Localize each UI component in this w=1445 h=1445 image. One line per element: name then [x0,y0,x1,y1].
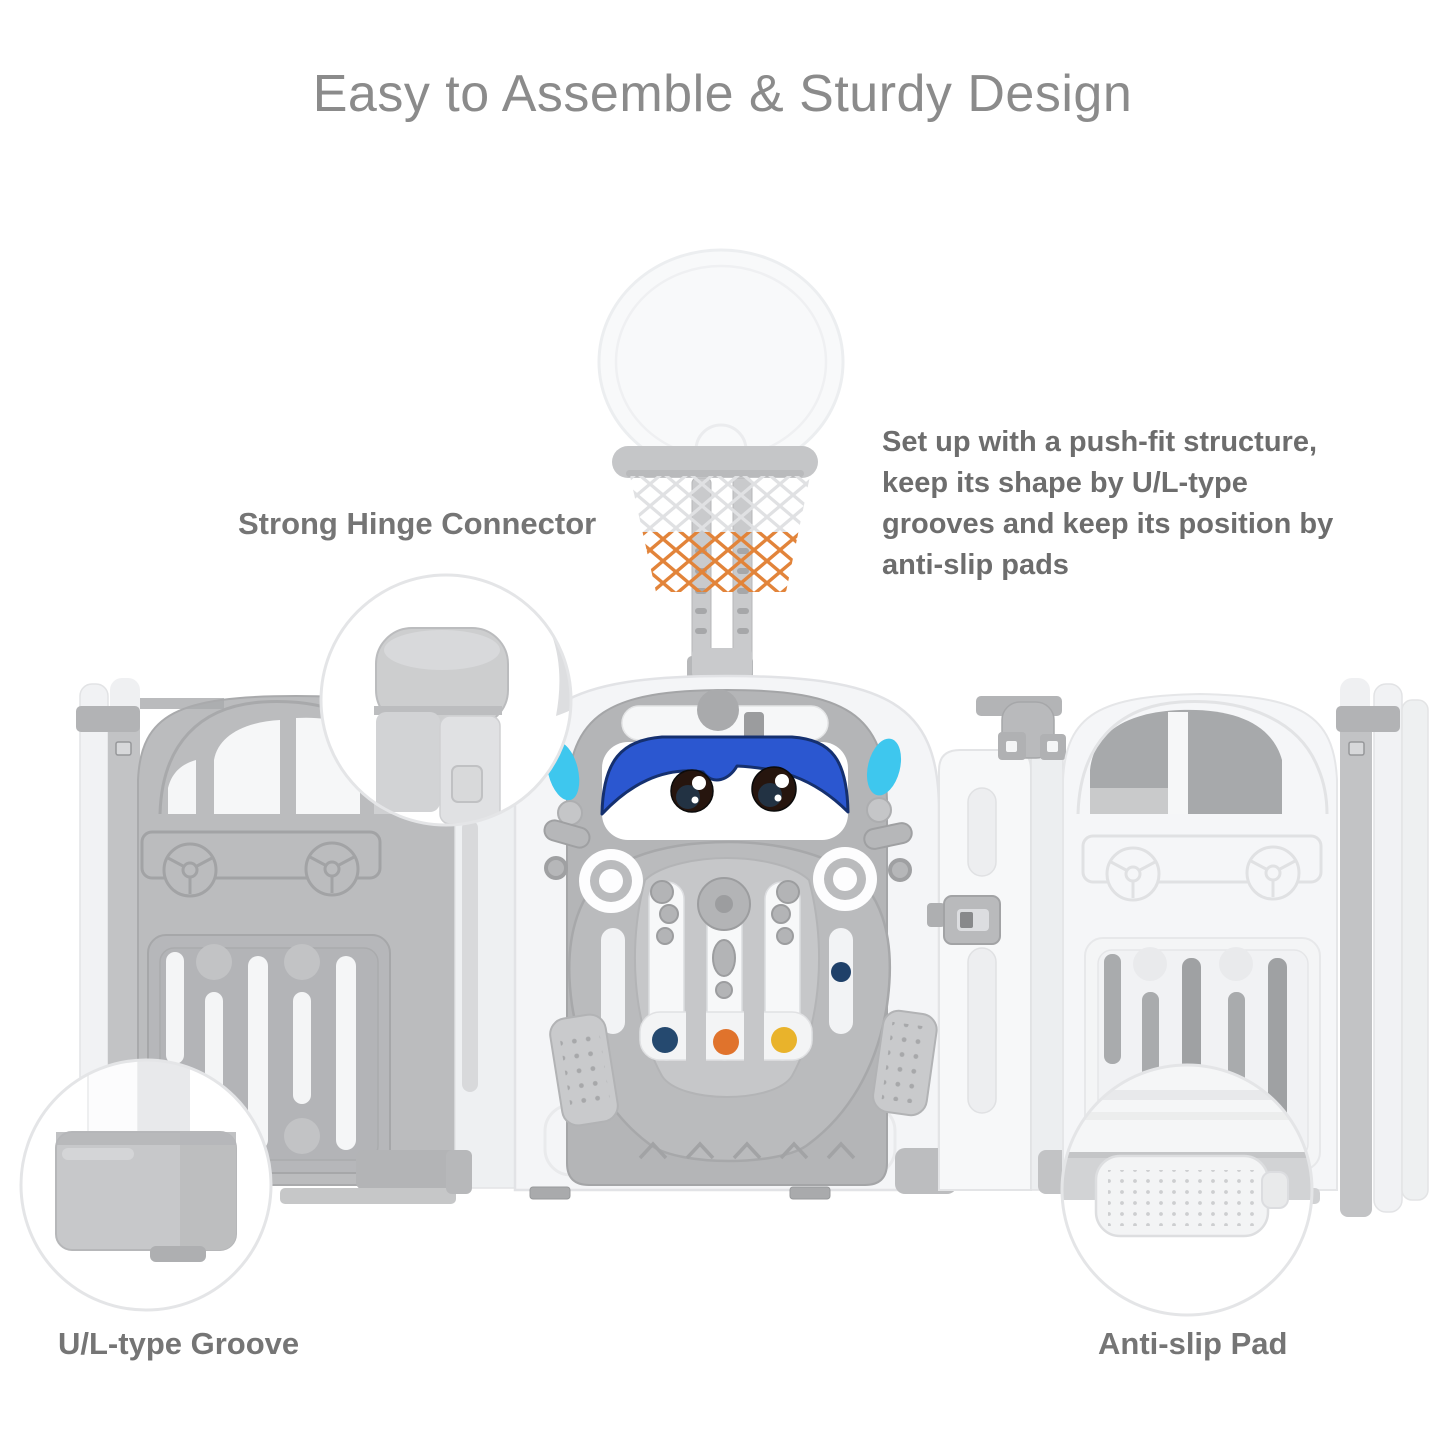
description-line: Set up with a push-fit structure, [882,426,1318,458]
left-panel-car-emboss [140,830,382,898]
hinge-connector [976,696,1066,760]
description-line: keep its shape by U/L-type [882,467,1248,499]
hinge-connector-label: Strong Hinge Connector [238,506,597,541]
feature-description: Set up with a push-fit structure, keep i… [882,422,1333,586]
left-eye [670,769,714,813]
backboard [597,248,845,476]
page-title: Easy to Assemble & Sturdy Design [312,65,1133,123]
description-line: grooves and keep its position by [882,508,1334,540]
gate-panel[interactable] [927,749,1032,1191]
gate-lock[interactable] [927,895,1001,945]
basketball-hoop [597,248,845,682]
right-headlight [813,847,877,911]
description-line: anti-slip pads [882,549,1069,581]
groove-label: U/L-type Groove [58,1326,300,1361]
right-panel-car-emboss [1081,834,1323,902]
right-panel-arch-window [1076,700,1329,815]
spinner-toys[interactable] [650,877,800,999]
right-eye [751,766,797,812]
left-panel-foot [356,1150,460,1190]
ball-yellow [771,1027,797,1053]
ball-orange [713,1029,739,1055]
pad-callout-circle [1060,1063,1314,1317]
car-face-play-panel [543,688,938,1186]
rail-ball-navy [831,962,851,982]
top-tab [697,689,739,731]
left-headlight [579,849,643,913]
groove-callout-circle [19,1058,273,1312]
hoop-net [630,476,810,592]
right-post [1336,678,1429,1217]
left-pedal [549,1013,619,1127]
anti-slip-pad-label: Anti-slip Pad [1098,1326,1288,1361]
right-pedal [872,1009,938,1117]
ball-navy [652,1027,678,1053]
playpen [76,674,1429,1217]
right-mirror [866,738,902,823]
